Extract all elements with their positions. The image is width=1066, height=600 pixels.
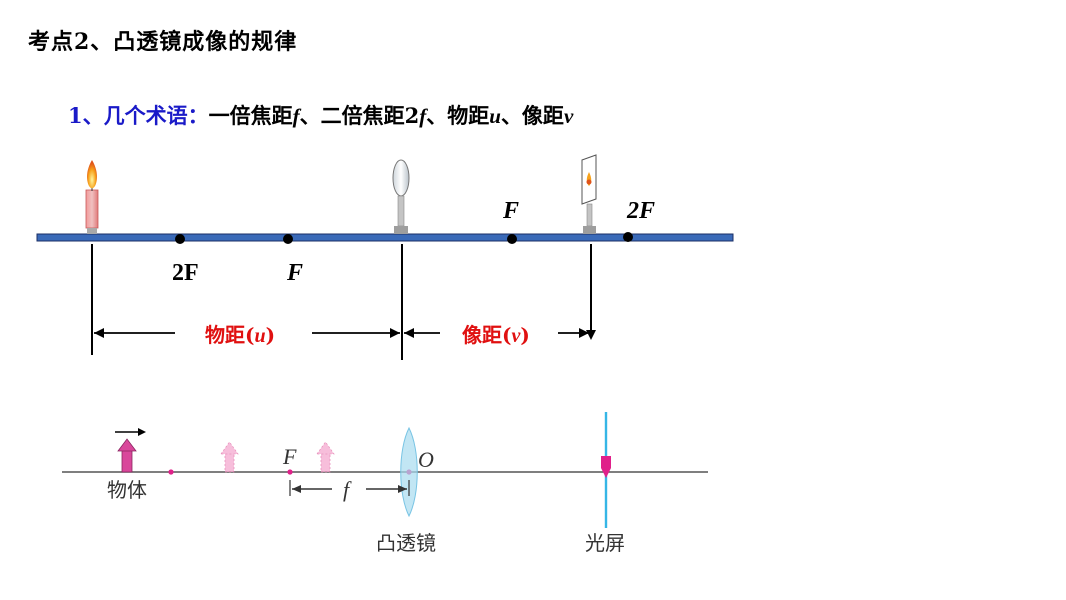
term-focal-length: 一倍焦距	[208, 103, 293, 128]
point-2f-left	[175, 234, 185, 244]
term-f2: f	[419, 104, 427, 128]
u-arrow-left-head	[94, 328, 104, 338]
term-f1: f	[292, 104, 300, 128]
terms-line: 1、几个术语：一倍焦距f、二倍焦距2f、物距u、像距v	[68, 100, 573, 130]
image-distance-label: 像距(v)	[462, 323, 530, 347]
center-label: O	[418, 447, 434, 472]
v-arrow-right-head	[579, 328, 589, 338]
screen-holder-icon	[581, 154, 597, 234]
f-label: f	[343, 477, 352, 502]
screen-label: 光屏	[585, 531, 625, 555]
object-label: 物体	[107, 478, 147, 502]
term-double-focal: 、二倍焦距2	[299, 103, 420, 128]
u-arrow-right-head	[390, 328, 400, 338]
term-image-distance: 、像距	[500, 103, 564, 128]
v-arrow-left-head	[404, 328, 414, 338]
f-arrow-left-head	[292, 485, 301, 493]
point-2f-right	[623, 232, 633, 242]
motion-arrow-icon	[115, 428, 146, 436]
object-arrow-icon	[117, 438, 137, 473]
terms-number: 1、几个术语：	[68, 103, 209, 128]
ghost-arrow-icon	[220, 441, 239, 473]
term-object-distance: 、物距	[426, 103, 490, 128]
page-title: 考点2、凸透镜成像的规律	[28, 29, 298, 55]
lens-label: 凸透镜	[376, 531, 436, 555]
f-arrow-right-head	[398, 485, 407, 493]
label-2f-left: 2F	[172, 260, 199, 286]
object-distance-label: 物距(u)	[205, 323, 275, 347]
point-2f-axis	[168, 469, 174, 475]
label-2f-right: 2F	[626, 198, 655, 224]
image-on-screen-icon	[601, 456, 611, 478]
label-f-right: F	[502, 198, 519, 224]
focus-label: F	[282, 444, 297, 469]
term-u: u	[489, 104, 501, 128]
label-f-left: F	[286, 260, 303, 286]
image-marker-arrow	[586, 330, 596, 340]
candle-icon	[85, 160, 99, 234]
point-f-left	[283, 234, 293, 244]
ghost-arrow-icon	[316, 441, 335, 473]
point-f-right	[507, 234, 517, 244]
optical-bench	[36, 233, 734, 242]
lens-holder-icon	[392, 159, 410, 234]
convex-lens-icon	[400, 426, 418, 518]
term-v: v	[563, 104, 574, 128]
point-f-axis	[287, 469, 293, 475]
